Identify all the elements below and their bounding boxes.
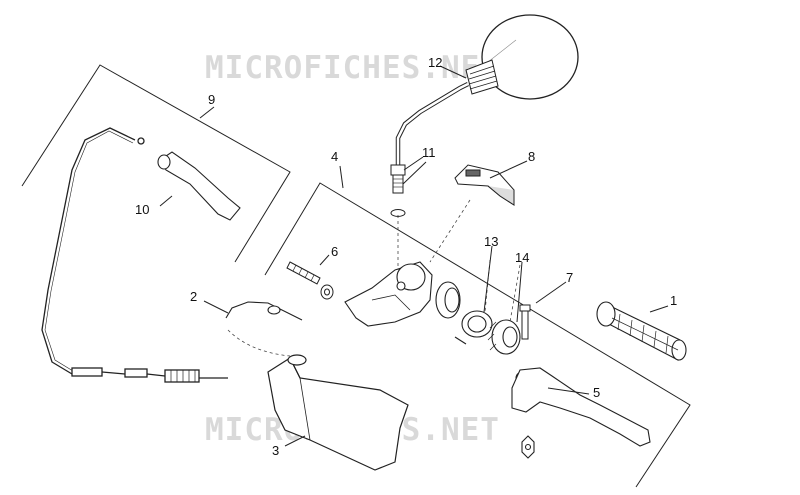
leader-lines [159, 65, 669, 447]
clamp-cap-part [454, 164, 515, 206]
callout-numbers: 1 2 3 4 5 6 7 8 9 10 11 12 13 14 [135, 55, 677, 458]
callout-3: 3 [272, 443, 279, 458]
callout-4: 4 [331, 149, 338, 164]
watermark-top: MICROFICHES.NET [205, 50, 500, 86]
switch-group-outline [264, 182, 691, 488]
callout-12: 12 [428, 55, 442, 70]
clutch-lever-part [511, 367, 651, 459]
choke-cable-part [225, 301, 303, 321]
callout-1: 1 [670, 293, 677, 308]
callout-13: 13 [484, 234, 498, 249]
callout-14: 14 [515, 250, 529, 265]
callout-11: 11 [422, 145, 436, 160]
cable-boot-part [157, 151, 241, 221]
grip-part [596, 301, 687, 361]
callout-8: 8 [528, 149, 535, 164]
callout-7: 7 [566, 270, 573, 285]
callout-9: 9 [208, 92, 215, 107]
clutch-cable-part [41, 127, 228, 383]
callout-10: 10 [135, 202, 149, 217]
callout-6: 6 [331, 244, 338, 259]
adjuster-screw-part [286, 261, 334, 300]
mirror-part [390, 14, 579, 217]
cable-group-outline [21, 64, 291, 263]
callout-2: 2 [190, 289, 197, 304]
switch-housing-part [344, 261, 461, 327]
callout-5: 5 [593, 385, 600, 400]
pivot-bolt-part [519, 304, 531, 340]
ring-part [454, 310, 493, 345]
bushing-part [487, 319, 521, 355]
hand-guard-part [267, 354, 409, 471]
